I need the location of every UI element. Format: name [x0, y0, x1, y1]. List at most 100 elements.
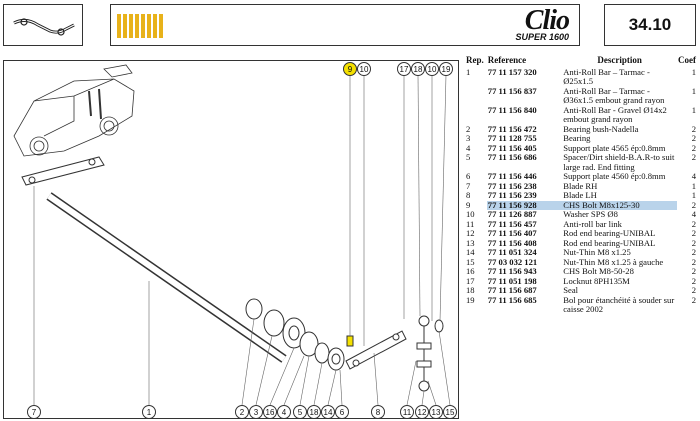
cell-coef: 1 — [691, 66, 696, 77]
page-reference: 34.10 — [604, 4, 696, 46]
cell-desc: Anti-Roll Bar – Tarmac - Ø25x1.5 — [563, 66, 650, 86]
cell-ref: 77 11 156 405 — [487, 142, 537, 153]
callout-3[interactable]: 3 — [249, 405, 263, 419]
cell-desc: CHS Bolt M8x125-30 — [562, 200, 677, 210]
car-illustration — [13, 64, 135, 157]
cell-desc: Blade LH — [563, 190, 597, 200]
cell-coef: 2 — [691, 218, 696, 229]
cell-desc: Nut-Thin M8 x1.25 — [563, 247, 631, 257]
cell-rep: 10 — [466, 209, 475, 219]
table-header-row: Rep. Reference Description Coef — [465, 55, 697, 68]
cell-ref: 77 11 128 755 — [487, 133, 537, 143]
cell-rep: 7 — [466, 180, 471, 191]
cell-ref: 77 11 051 324 — [487, 247, 537, 257]
callout-11[interactable]: 11 — [400, 405, 414, 419]
cell-rep: 17 — [466, 275, 475, 286]
callout-2[interactable]: 2 — [235, 405, 249, 419]
callout-12[interactable]: 12 — [415, 405, 429, 419]
callout-10[interactable]: 10 — [357, 62, 371, 76]
brand-logo: Clio — [524, 5, 570, 36]
callout-8[interactable]: 8 — [371, 405, 385, 419]
cell-ref: 77 11 156 685 — [487, 294, 537, 305]
cell-desc: Bearing — [563, 133, 591, 143]
cell-coef: 4 — [691, 209, 696, 219]
callout-5[interactable]: 5 — [293, 405, 307, 419]
cell-rep: 16 — [466, 266, 475, 276]
cell-ref: 77 11 156 687 — [487, 285, 537, 295]
callout-10b[interactable]: 10 — [425, 62, 439, 76]
header-description: Description — [597, 55, 642, 65]
cell-rep: 4 — [466, 142, 471, 153]
cell-coef: 2 — [691, 256, 696, 267]
cell-rep: 3 — [466, 133, 471, 143]
cell-rep: 8 — [466, 190, 471, 200]
drawing-canvas — [13, 64, 451, 406]
cell-coef: 2 — [691, 275, 696, 286]
cell-desc: Rod end bearing-UNIBAL — [563, 228, 656, 238]
cell-rep: 9 — [466, 199, 471, 210]
bearing-stack — [245, 298, 345, 371]
callout-9[interactable]: 9 — [343, 62, 357, 76]
callout-4[interactable]: 4 — [277, 405, 291, 419]
callout-15[interactable]: 15 — [443, 405, 457, 419]
callout-14[interactable]: 14 — [321, 405, 335, 419]
cell-rep: 1 — [466, 66, 471, 77]
cell-coef: 1 — [691, 85, 696, 96]
cell-ref: 77 03 032 121 — [487, 256, 538, 267]
callout-7[interactable]: 7 — [27, 405, 41, 419]
cell-desc: Bol pour étanchéité à souder sur caisse … — [563, 294, 675, 314]
bolt-part — [346, 335, 354, 347]
cell-ref: 77 11 156 408 — [487, 237, 537, 248]
cell-rep: 18 — [466, 285, 475, 295]
callout-13[interactable]: 13 — [429, 405, 443, 419]
header-icon-box — [3, 4, 83, 46]
cell-ref: 77 11 126 887 — [487, 209, 537, 219]
cell-rep: 6 — [466, 171, 471, 181]
callout-19[interactable]: 19 — [439, 62, 453, 76]
anti-roll-bar-icon — [13, 18, 75, 36]
callout-18[interactable]: 18 — [411, 62, 425, 76]
cell-ref: 77 11 051 198 — [487, 275, 537, 286]
cell-desc: Locknut 8PH135M — [563, 275, 630, 286]
cell-rep: 14 — [466, 247, 475, 257]
callout-17[interactable]: 17 — [397, 62, 411, 76]
yellow-stripes-logo — [117, 14, 165, 38]
callout-18b[interactable]: 18 — [307, 405, 321, 419]
table-row[interactable]: 19 77 11 156 685 Bol pour étanchéité à sou… — [465, 294, 697, 315]
cell-rep: 2 — [466, 123, 471, 134]
cell-desc: Bearing bush-Nadella — [563, 123, 639, 134]
cell-rep: 12 — [466, 228, 475, 238]
callout-6[interactable]: 6 — [335, 405, 349, 419]
cell-desc: Seal — [563, 285, 579, 295]
blade-lh-part — [345, 330, 407, 370]
cell-rep — [465, 106, 487, 125]
cell-ref: 77 11 156 840 — [487, 104, 537, 115]
cell-rep: 13 — [466, 237, 475, 248]
table-row[interactable]: 17 77 11 051 198 Locknut 8PH135M 2 — [465, 275, 697, 287]
cell-rep: 19 — [466, 294, 475, 305]
cell-coef: 1 — [691, 190, 696, 200]
cell-ref: 77 11 156 446 — [487, 171, 537, 181]
callout-1[interactable]: 1 — [142, 405, 156, 419]
callout-16[interactable]: 16 — [263, 405, 277, 419]
